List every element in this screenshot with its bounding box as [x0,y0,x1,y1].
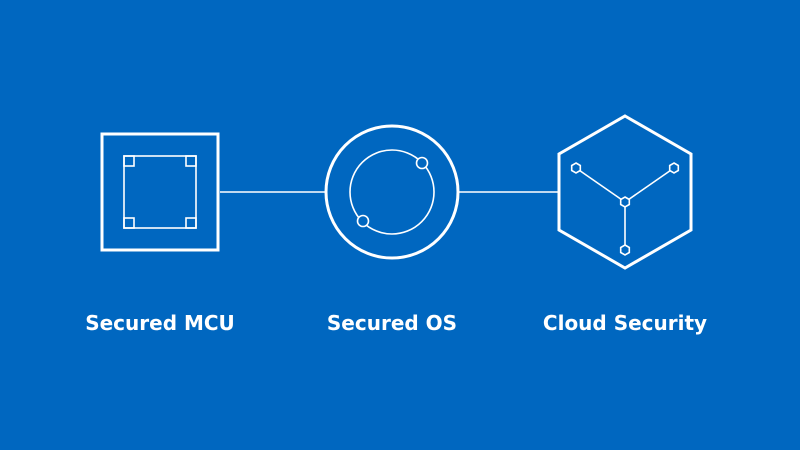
cloud-hexagon-icon [557,114,693,270]
cloud-node-bottom [619,244,631,256]
chip-corner-tl [123,155,135,167]
os-orbit-node-top [415,156,429,170]
os-ring-icon [324,124,460,260]
label-cloud-security: Cloud Security [542,311,708,335]
chip-inner-square [123,155,197,229]
chip-corner-tr [185,155,197,167]
os-outer-circle [324,124,460,260]
chip-icon [100,132,220,252]
chip-corner-bl [123,217,135,229]
os-inner-orbit [349,149,435,235]
cloud-node-center [619,196,631,208]
cloud-node-right [668,162,680,174]
cloud-spoke-right [624,167,675,203]
cloud-spoke-left [575,167,626,203]
label-secured-os: Secured OS [326,311,458,335]
chip-corner-br [185,217,197,229]
os-orbit-node-bottom [356,214,370,228]
cloud-node-left [570,162,582,174]
cloud-hexagon-outline [557,114,693,270]
chip-outer-frame [100,132,220,252]
label-secured-mcu: Secured MCU [85,311,235,335]
